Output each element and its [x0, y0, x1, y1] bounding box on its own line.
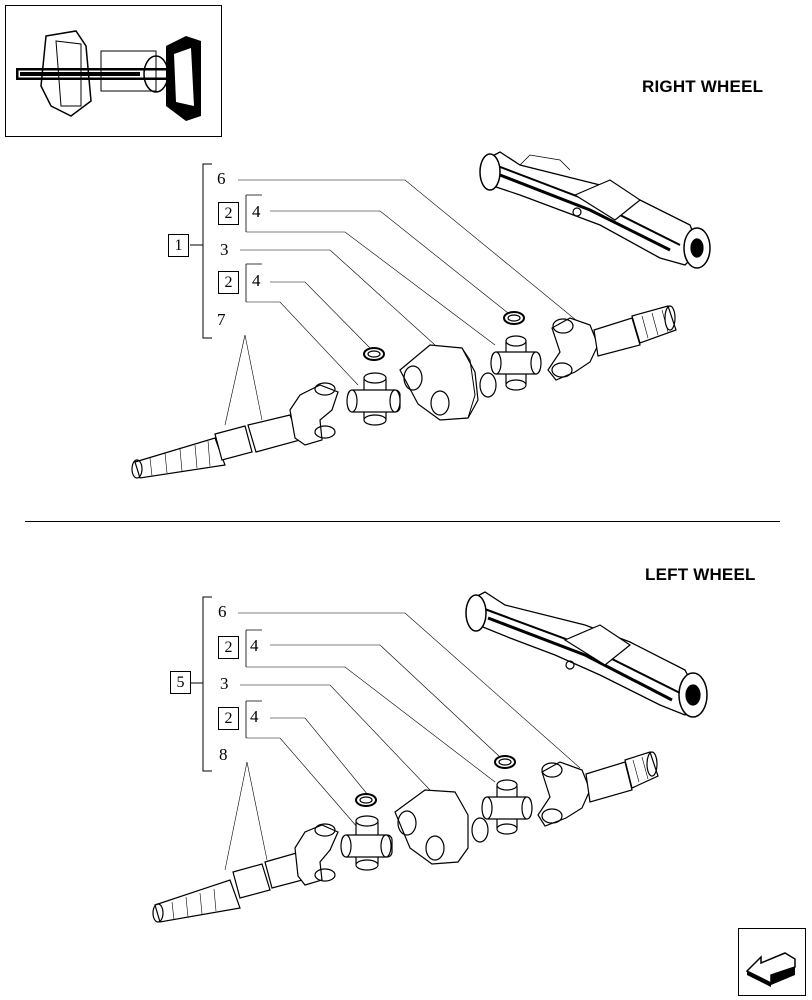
axle-overview-icon — [16, 30, 201, 121]
shaft-7 — [131, 382, 339, 479]
double-yoke-3 — [394, 789, 489, 865]
cross-spider-2 — [346, 372, 401, 426]
left-wheel-title: LEFT WHEEL — [645, 565, 756, 584]
quantity-box: 2 — [218, 271, 239, 294]
part-callout: 4 — [252, 202, 261, 221]
cross-spider-2 — [481, 779, 533, 835]
part-callout: 6 — [217, 169, 226, 188]
part-callout: 4 — [250, 707, 259, 726]
part-callout: 6 — [218, 602, 227, 621]
axle-thumbnail — [5, 5, 222, 137]
part-callout: 4 — [250, 636, 259, 655]
shaft-6 — [537, 751, 659, 827]
section-divider — [25, 521, 780, 522]
snap-ring-4 — [363, 347, 385, 361]
next-page-button[interactable] — [738, 928, 806, 996]
quantity-box: 2 — [218, 707, 239, 730]
double-yoke-3 — [399, 344, 497, 421]
cross-spider-2 — [340, 815, 393, 871]
left-wheel-diagram — [152, 591, 708, 923]
part-callout: 3 — [220, 674, 229, 693]
part-callout: 8 — [219, 745, 228, 764]
snap-ring-4 — [355, 793, 377, 807]
assembly-ref-box: 1 — [168, 234, 189, 257]
axle-housing — [479, 151, 711, 269]
part-callout: 7 — [217, 310, 226, 329]
quantity-box: 2 — [218, 202, 239, 225]
next-page-arrow-icon — [745, 952, 796, 987]
shaft-6 — [547, 305, 677, 381]
axle-housing — [465, 591, 708, 718]
cross-spider-2 — [490, 335, 542, 391]
part-callout: 4 — [252, 271, 261, 290]
snap-ring-4 — [503, 311, 525, 325]
assembly-ref-box: 5 — [170, 671, 191, 694]
quantity-box: 2 — [218, 636, 239, 659]
right-wheel-title: RIGHT WHEEL — [642, 77, 764, 96]
right-wheel-diagram — [131, 151, 711, 479]
part-callout: 3 — [220, 240, 229, 259]
shaft-8 — [152, 823, 339, 923]
snap-ring-4 — [494, 755, 516, 769]
